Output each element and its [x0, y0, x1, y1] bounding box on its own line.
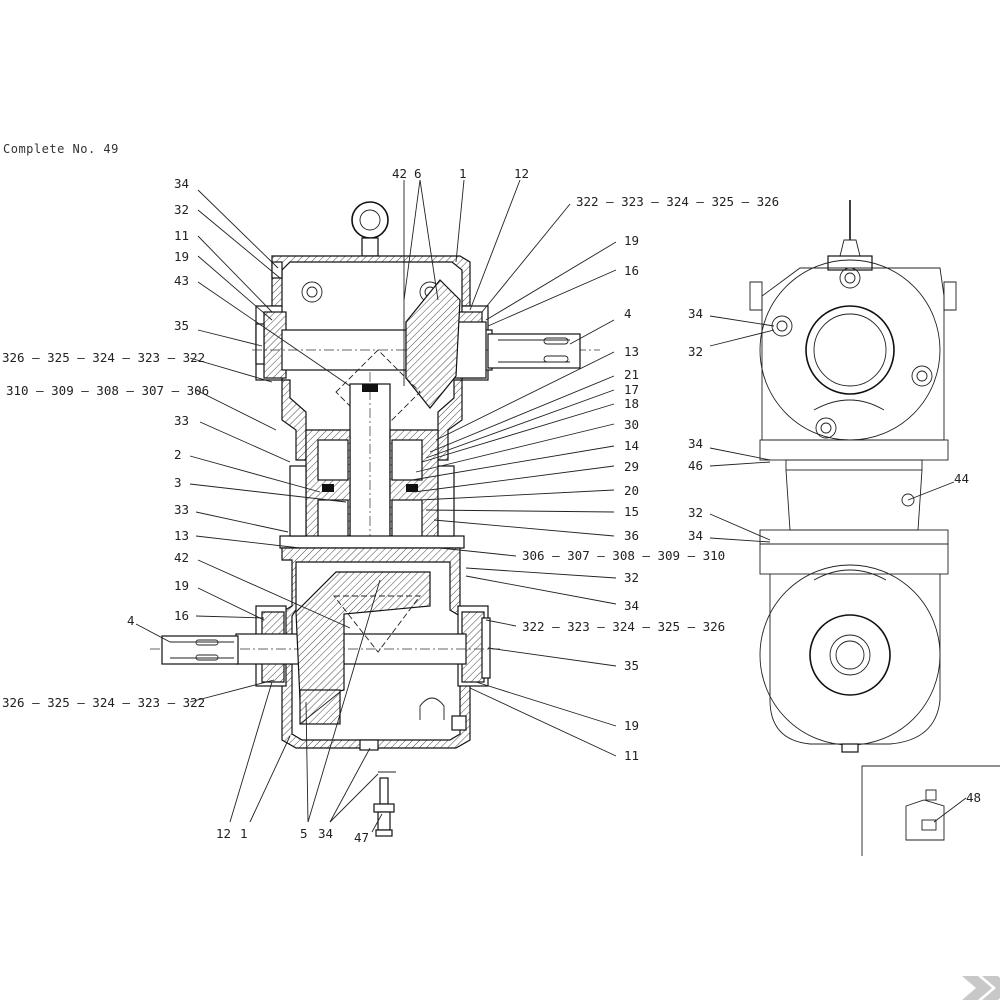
label-2: 2 [174, 447, 182, 462]
label-43: 43 [174, 273, 189, 288]
label-46: 46 [688, 458, 703, 473]
kramp-k-logo-icon [962, 976, 1000, 1000]
label-19: 19 [174, 578, 189, 593]
label-3: 3 [174, 475, 182, 490]
label-12: 12 [216, 826, 231, 841]
label-13: 13 [174, 528, 189, 543]
label-16: 16 [624, 263, 639, 278]
label-306-310: 306 – 307 – 308 – 309 – 310 [522, 548, 725, 563]
label-42: 42 [392, 166, 407, 181]
gearbox-section-view [150, 201, 600, 837]
label-13: 13 [624, 344, 639, 359]
label-17: 17 [624, 382, 639, 397]
label-310-306: 310 – 309 – 308 – 307 – 306 [6, 383, 209, 398]
label-34: 34 [174, 176, 189, 191]
part-labels: 34 32 11 19 43 35 326 – 325 – 324 – 323 … [2, 166, 981, 845]
gearbox-side-view [749, 200, 957, 753]
label-34: 34 [624, 598, 639, 613]
label-326-322: 326 – 325 – 324 – 323 – 322 [2, 350, 205, 365]
label-34: 34 [688, 528, 703, 543]
oil-bottle-inset [861, 765, 1000, 856]
label-32: 32 [688, 505, 703, 520]
lifting-eye [351, 201, 389, 239]
label-29: 29 [624, 459, 639, 474]
label-18: 18 [624, 396, 639, 411]
upper-bevel-gear [405, 279, 461, 409]
leader-lines [135, 179, 967, 833]
label-44: 44 [954, 471, 969, 486]
label-30: 30 [624, 417, 639, 432]
label-326-322: 326 – 325 – 324 – 323 – 322 [2, 695, 205, 710]
lower-input-shaft [161, 635, 239, 665]
label-14: 14 [624, 438, 639, 453]
label-34: 34 [688, 306, 703, 321]
label-16: 16 [174, 608, 189, 623]
label-322-326: 322 – 323 – 324 – 325 – 326 [576, 194, 779, 209]
label-6: 6 [414, 166, 422, 181]
label-34: 34 [688, 436, 703, 451]
label-36: 36 [624, 528, 639, 543]
label-12: 12 [514, 166, 529, 181]
label-32: 32 [174, 202, 189, 217]
label-19: 19 [624, 718, 639, 733]
diagram-title: Complete No. 49 [3, 142, 119, 156]
label-4: 4 [624, 306, 632, 321]
label-21: 21 [624, 367, 639, 382]
label-47: 47 [354, 830, 369, 845]
label-34: 34 [318, 826, 333, 841]
label-33: 33 [174, 502, 189, 517]
label-35: 35 [624, 658, 639, 673]
label-1: 1 [459, 166, 467, 181]
label-5: 5 [300, 826, 308, 841]
label-32: 32 [624, 570, 639, 585]
label-33: 33 [174, 413, 189, 428]
label-322-326: 322 – 323 – 324 – 325 – 326 [522, 619, 725, 634]
label-1: 1 [240, 826, 248, 841]
label-4: 4 [127, 613, 135, 628]
label-42: 42 [174, 550, 189, 565]
label-11: 11 [624, 748, 639, 763]
label-15: 15 [624, 504, 639, 519]
label-32: 32 [688, 344, 703, 359]
label-20: 20 [624, 483, 639, 498]
label-11: 11 [174, 228, 189, 243]
label-48: 48 [966, 790, 981, 805]
label-35: 35 [174, 318, 189, 333]
label-19: 19 [624, 233, 639, 248]
label-19: 19 [174, 249, 189, 264]
